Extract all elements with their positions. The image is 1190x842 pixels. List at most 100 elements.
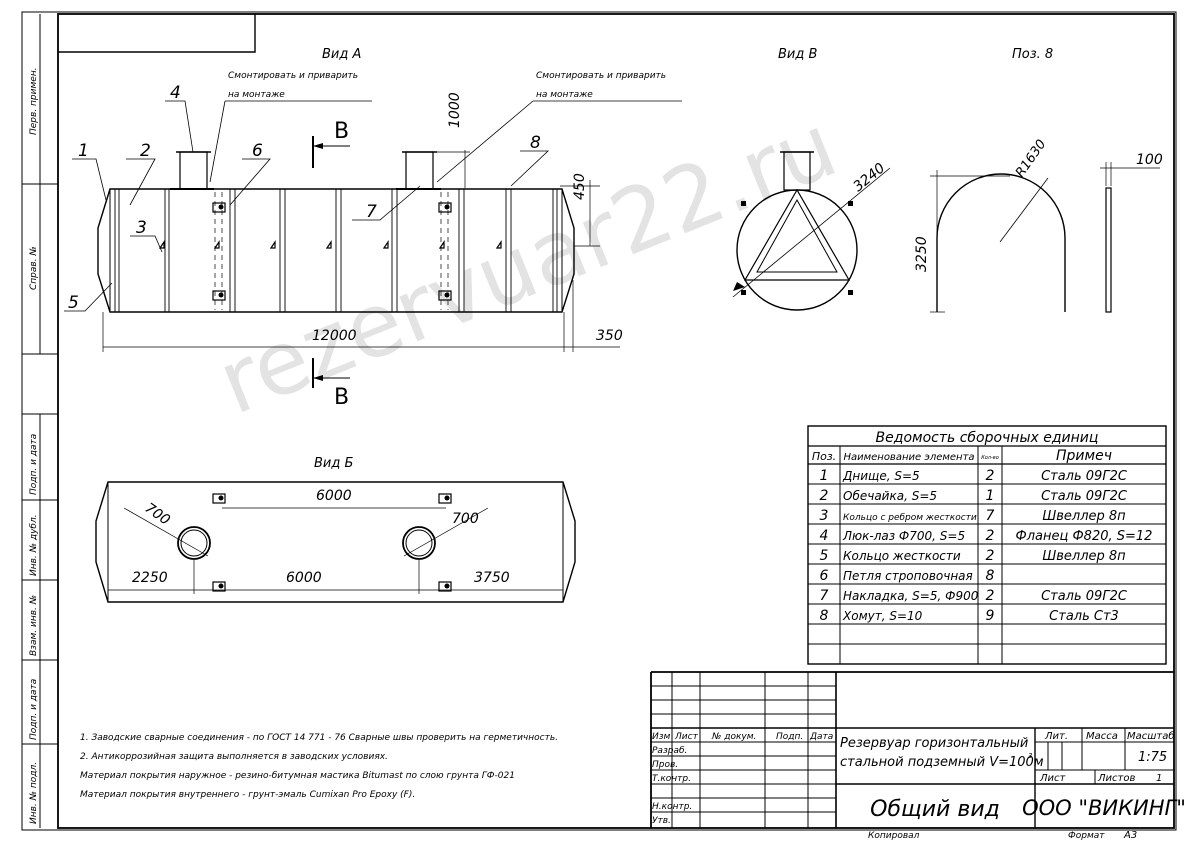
side-label-dubl: Инв. № дубл. xyxy=(29,514,39,576)
watermark: rezervuar22.ru xyxy=(204,94,850,435)
spec-cell-pos: 6 xyxy=(820,568,829,584)
spec-table-text: Ведомость сборочных единиц Поз. Наименов… xyxy=(812,430,1153,624)
format-value: А3 xyxy=(1123,830,1137,841)
spec-cell-qty: 1 xyxy=(986,488,995,504)
scale-label: Масштаб xyxy=(1127,730,1175,742)
dim-b-2250: 2250 xyxy=(132,570,168,586)
notes: 1. Заводские сварные соединения - по ГОС… xyxy=(80,733,558,800)
company-name: ООО "ВИКИНГ" xyxy=(1022,796,1186,820)
pos-7: 7 xyxy=(366,202,377,222)
side-label-podp1: Подп. и дата xyxy=(29,434,39,495)
spec-cell-qty: 2 xyxy=(986,588,995,604)
spec-cell-note: Швеллер 8п xyxy=(1042,549,1126,564)
sheets-label: Листов xyxy=(1097,773,1135,784)
pos-5: 5 xyxy=(68,293,79,313)
side-label-sprav: Справ. № xyxy=(29,246,39,290)
role-razrab: Разраб. xyxy=(652,746,687,756)
title-block xyxy=(650,671,1174,828)
sheets-count: 1 xyxy=(1156,773,1162,784)
pos8-detail: Поз. 8 3250 R1630 100 xyxy=(914,47,1163,313)
spec-header-name: Наименование элемента xyxy=(843,452,974,463)
lit-label: Лит. xyxy=(1044,731,1068,742)
spec-cell-pos: 3 xyxy=(820,508,829,524)
role-nkontr: Н.контр. xyxy=(652,802,692,812)
spec-cell-name: Днище, S=5 xyxy=(842,469,920,483)
pos-8: 8 xyxy=(530,133,541,153)
spec-cell-name: Люк-лаз Ф700, S=5 xyxy=(842,529,965,543)
dim-3240: 3240 xyxy=(850,160,888,195)
view-v: Вид В 3240 xyxy=(732,47,891,311)
product-name-2: стальной подземный V=100м xyxy=(840,755,1044,770)
pos-4: 4 xyxy=(170,83,181,103)
dim-100: 100 xyxy=(1136,152,1163,168)
dim-1000: 1000 xyxy=(447,92,463,128)
spec-cell-qty: 2 xyxy=(986,548,995,564)
pos-6: 6 xyxy=(252,141,263,161)
title-block-text: Изм Лист № докум. Подп. Дата Разраб. Про… xyxy=(652,730,1186,841)
spec-cell-name: Обечайка, S=5 xyxy=(843,489,937,503)
spec-cell-qty: 8 xyxy=(986,568,995,584)
spec-cell-note: Швеллер 8п xyxy=(1042,509,1126,524)
note-1: 1. Заводские сварные соединения - по ГОС… xyxy=(80,733,558,743)
sheet-label: Лист xyxy=(1039,773,1067,784)
spec-cell-qty: 2 xyxy=(986,528,995,544)
dim-b-700a: 700 xyxy=(142,500,173,528)
dim-b-6000-top: 6000 xyxy=(316,488,352,504)
rev-h-sign: Подп. xyxy=(776,732,803,742)
dim-450: 450 xyxy=(572,173,588,200)
dim-r1630: R1630 xyxy=(1013,137,1049,180)
frame xyxy=(21,11,1177,831)
side-label-podp2: Подп. и дата xyxy=(29,679,39,740)
spec-cell-note: Сталь Ст3 xyxy=(1049,609,1119,624)
spec-cell-qty: 9 xyxy=(986,608,995,624)
view-b-label: Вид Б xyxy=(314,456,353,471)
dim-end: 350 xyxy=(596,328,623,344)
rev-h-izm: Изм xyxy=(652,732,671,742)
spec-cell-note: Сталь 09Г2С xyxy=(1041,469,1128,484)
pos-3: 3 xyxy=(136,218,147,238)
product-name-1: Резервуар горизонтальный xyxy=(840,736,1028,751)
spec-cell-pos: 4 xyxy=(820,528,829,544)
dim-b-3750: 3750 xyxy=(474,570,510,586)
mount-note-1a: Смонтировать и приварить xyxy=(228,71,358,81)
spec-header-qty: Кол-во xyxy=(981,455,999,461)
spec-table xyxy=(807,425,1167,665)
rev-h-doc: № докум. xyxy=(711,732,756,742)
dim-b-6000: 6000 xyxy=(286,570,322,586)
spec-cell-pos: 1 xyxy=(820,468,829,484)
side-label-podl: Инв. № подл. xyxy=(29,762,39,824)
scale-value: 1:75 xyxy=(1138,750,1167,765)
spec-header-note: Примеч xyxy=(1056,448,1112,464)
drawing-name: Общий вид xyxy=(870,797,1000,822)
pos8-label: Поз. 8 xyxy=(1012,47,1053,62)
dim-length: 12000 xyxy=(312,328,357,344)
view-v-label: Вид В xyxy=(778,47,817,62)
spec-cell-pos: 2 xyxy=(820,488,829,504)
role-utv: Утв. xyxy=(652,816,671,826)
rev-h-list: Лист xyxy=(674,732,699,742)
format-label: Формат xyxy=(1068,831,1105,841)
spec-cell-note: Сталь 09Г2С xyxy=(1041,489,1128,504)
spec-cell-qty: 2 xyxy=(986,468,995,484)
side-strip: Перв. примен. Справ. № Подп. и дата Инв.… xyxy=(22,14,58,828)
spec-cell-note: Фланец Ф820, S=12 xyxy=(1016,529,1153,544)
side-label-vzam: Взам. инв. № xyxy=(29,595,39,656)
note-3: Материал покрытия наружное - резино-биту… xyxy=(80,771,515,781)
mount-note-1b: на монтаже xyxy=(228,90,285,100)
rev-h-date: Дата xyxy=(809,732,833,742)
view-a-label: Вид А xyxy=(322,47,361,62)
mass-label: Масса xyxy=(1086,731,1118,742)
spec-cell-name: Петля строповочная xyxy=(843,569,973,583)
side-label-perv: Перв. примен. xyxy=(29,67,39,135)
dim-3250: 3250 xyxy=(914,236,930,272)
spec-cell-qty: 7 xyxy=(986,508,995,524)
spec-cell-note: Сталь 09Г2С xyxy=(1041,589,1128,604)
view-a: Вид А Смонтировать и приварить на монтаж… xyxy=(64,47,682,410)
view-b: Вид Б 6000 700 700 2250 6000 3750 xyxy=(95,456,576,603)
role-tkontr: Т.контр. xyxy=(652,774,691,784)
section-letter-top: B xyxy=(334,119,349,144)
mount-note-2a: Смонтировать и приварить xyxy=(536,71,666,81)
note-4: Материал покрытия внутреннего - грунт-эм… xyxy=(80,790,415,800)
mount-note-2b: на монтаже xyxy=(536,90,593,100)
